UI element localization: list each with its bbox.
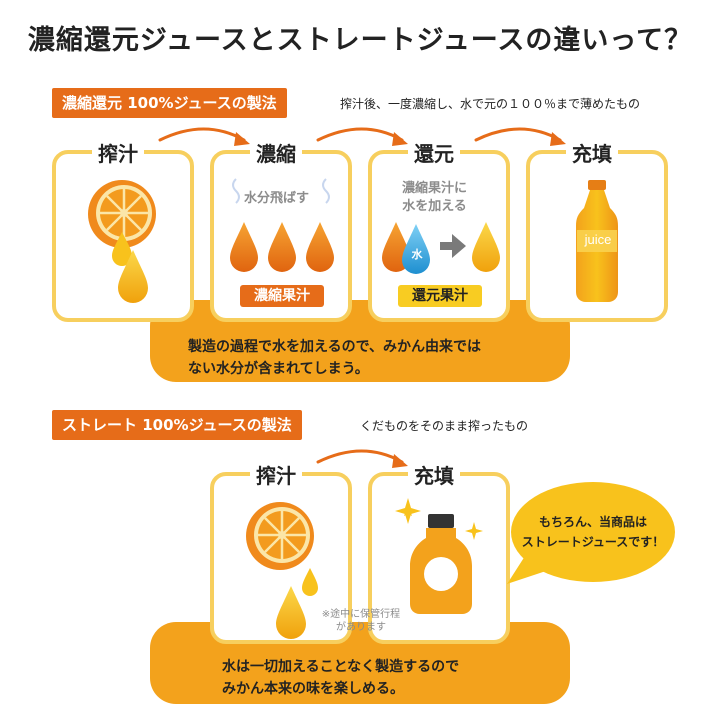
storage-note-line1: ※途中に保管行程 (321, 609, 401, 620)
speech-bubble-line2: ストレートジュースです！ (521, 535, 665, 549)
bottle-label: juice (584, 232, 612, 247)
speech-bubble (507, 482, 675, 584)
orange-half-icon (88, 180, 156, 248)
evaporate-text: 水分飛ばす (244, 191, 310, 206)
reconstitute-icons (382, 222, 500, 274)
storage-note: ※途中に保管行程 があります (306, 608, 416, 634)
concentrate-banner-line2: ない水分が含まれてしまう。 (188, 361, 369, 377)
concentrate-banner: 製造の過程で水を加えるので、みかん由来では ない水分が含まれてしまう。 (150, 300, 570, 382)
straight-description: くだものをそのまま搾ったもの (360, 419, 529, 433)
add-water-line1: 濃縮果汁に (402, 181, 468, 196)
juice-drop-icon (302, 568, 318, 596)
straight-step-label-fill: 充填 (408, 460, 460, 489)
step-label-reconstitute: 還元 (408, 138, 460, 167)
step-label-fill: 充填 (566, 138, 618, 167)
arrow-icon (158, 127, 246, 142)
straight-step-label-squeeze: 搾汁 (250, 460, 302, 489)
steam-icon (232, 178, 330, 204)
juice-drop-icon (276, 586, 306, 639)
concentrate-process-tag: 濃縮還元 100%ジュースの製法 (52, 88, 287, 118)
arrow-icon (474, 127, 562, 142)
orange-half-icon (246, 502, 314, 570)
straight-banner-line1: 水は一切加えることなく製造するので (222, 659, 460, 675)
add-water-text: 濃縮果汁に 水を加える (402, 180, 467, 216)
arrow-icon (316, 127, 404, 142)
arrow-icon (316, 449, 404, 464)
step-label-squeeze: 搾汁 (92, 138, 144, 167)
storage-note-line2: があります (336, 622, 386, 633)
juice-drop-icon (118, 250, 148, 303)
juice-bottle-icon (576, 180, 618, 302)
straight-banner-line2: みかん本来の味を楽しめる。 (222, 681, 404, 697)
concentrate-description: 搾汁後、一度濃縮し、水で元の１００％まで薄めたもの (340, 97, 641, 111)
add-water-line2: 水を加える (402, 199, 467, 214)
concentrate-banner-line1: 製造の過程で水を加えるので、みかん由来では (188, 339, 482, 355)
concentrate-drops-icon (230, 222, 334, 272)
speech-bubble-line1: もちろん、当商品は (538, 515, 647, 529)
speech-bubble-text: もちろん、当商品は ストレートジュースです！ (510, 512, 676, 552)
juice-drop-icon (112, 232, 132, 266)
straight-card-fill (368, 472, 510, 644)
concentrate-juice-label: 濃縮果汁 (240, 285, 324, 307)
straight-process-tag: ストレート 100%ジュースの製法 (52, 410, 302, 440)
page-title: 濃縮還元ジュースとストレートジュースの違いって？ (27, 25, 693, 56)
juice-jar-icon (395, 498, 483, 614)
step-label-concentrate: 濃縮 (250, 138, 302, 167)
reconstituted-juice-label: 還元果汁 (398, 285, 482, 307)
water-drop-label: 水 (411, 248, 423, 261)
